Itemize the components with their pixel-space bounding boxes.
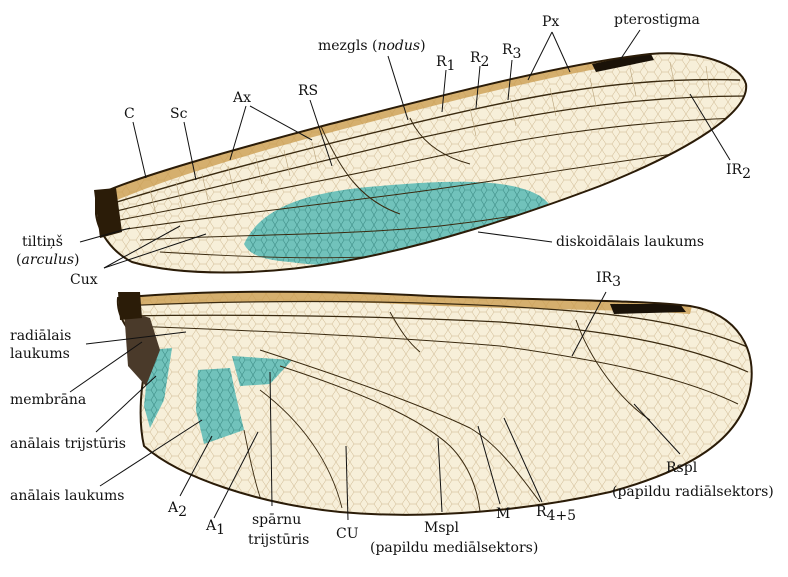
label-wing-triangle-line2: trijstūris — [248, 532, 309, 548]
label-membrane: membrāna — [10, 392, 86, 408]
label-wing-triangle-line1: spārnu — [252, 512, 301, 528]
label-arculus-line1: tiltiņš — [22, 233, 63, 250]
label-ax: Ax — [232, 90, 251, 106]
label-cux: Cux — [70, 272, 98, 288]
label-radial-line1: radiālais — [10, 328, 71, 344]
label-m: M — [496, 506, 510, 522]
label-rs: RS — [298, 83, 318, 99]
label-anal-field: anālais laukums — [10, 488, 124, 504]
label-anal-triangle: anālais trijstūris — [10, 436, 126, 452]
label-discoidal: diskoidālais laukums — [556, 234, 704, 250]
label-a2: A2 — [167, 500, 187, 520]
label-mspl-line2: (papildu mediālsektors) — [370, 540, 538, 556]
label-r2: R2 — [470, 50, 489, 70]
label-nodus: mezgls (nodus) — [318, 38, 426, 54]
label-a1: A1 — [205, 518, 225, 538]
label-r1: R1 — [436, 54, 455, 74]
label-cu: CU — [336, 526, 359, 542]
label-sc: Sc — [170, 106, 188, 122]
label-rspl-line1: Rspl — [666, 460, 698, 476]
label-arculus-line2: (arculus) — [16, 252, 80, 268]
label-radial-line2: laukums — [10, 346, 70, 362]
label-c: C — [124, 106, 135, 122]
label-mspl-line1: Mspl — [424, 520, 459, 536]
label-px: Px — [542, 14, 559, 30]
label-r3: R3 — [502, 42, 521, 62]
label-pterostigma: pterostigma — [614, 12, 700, 28]
hindwing-base — [118, 292, 142, 320]
label-r45: R4+5 — [536, 504, 576, 524]
label-ir2: IR2 — [726, 162, 751, 182]
label-rspl-line2: (papildu radiālsektors) — [612, 484, 774, 500]
forewing — [90, 40, 760, 290]
label-ir3: IR3 — [596, 270, 621, 290]
